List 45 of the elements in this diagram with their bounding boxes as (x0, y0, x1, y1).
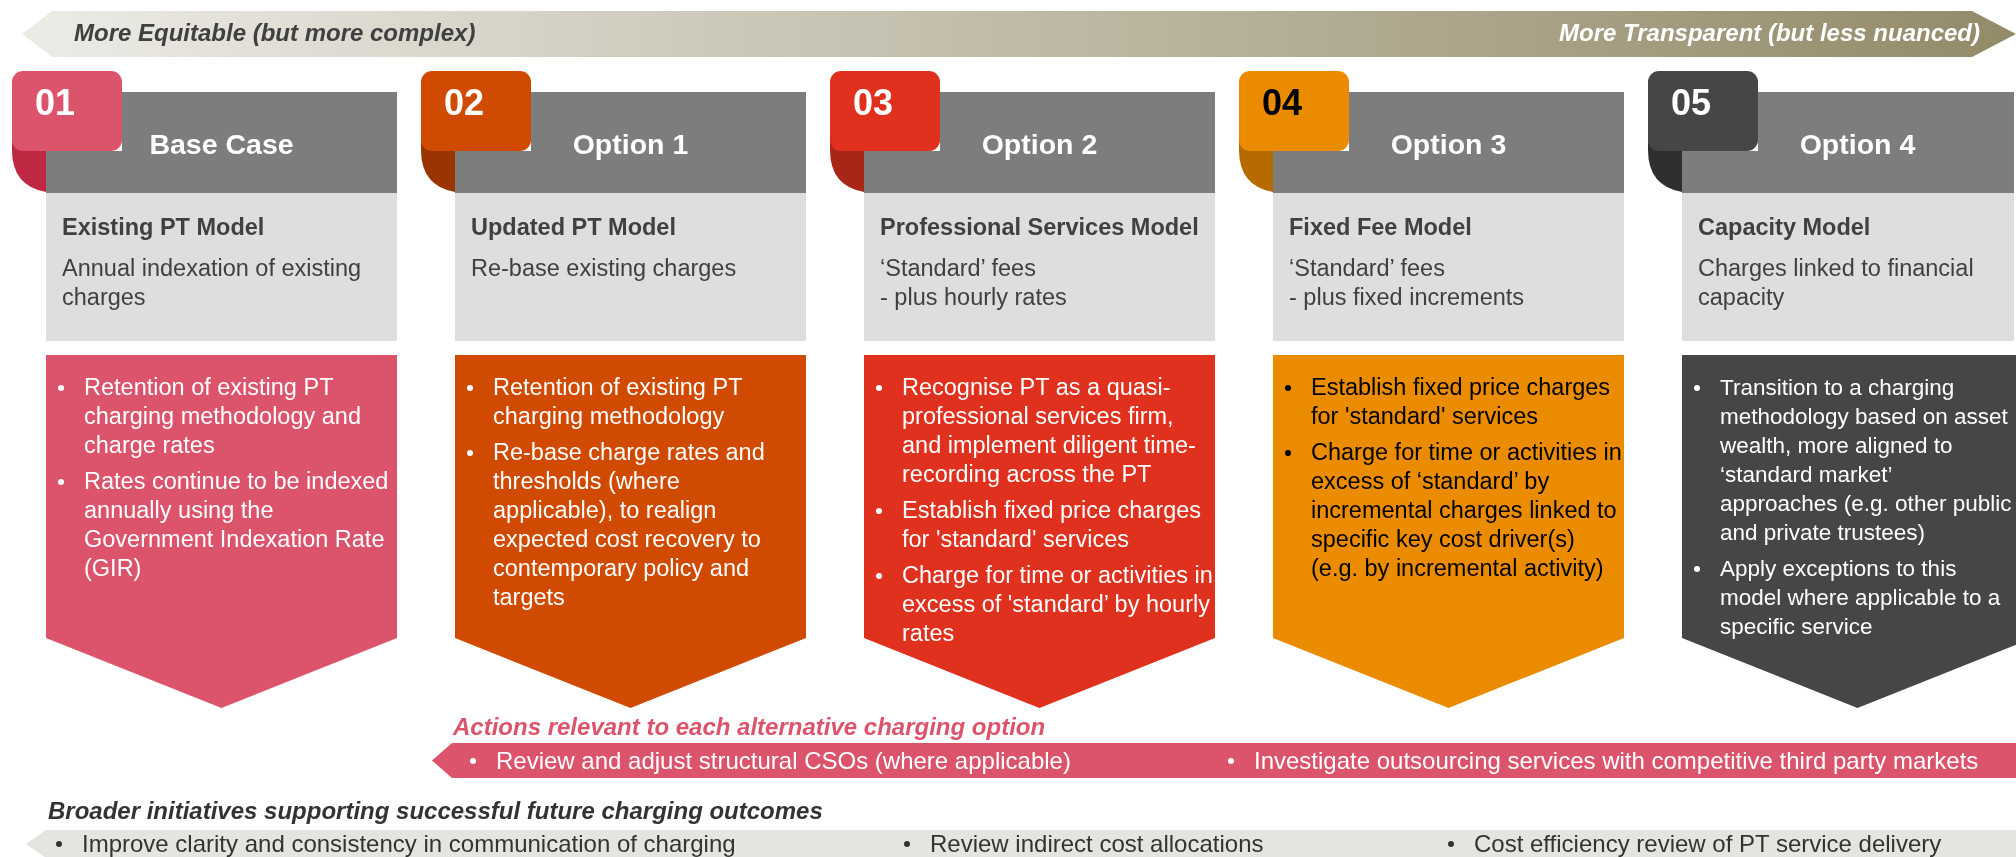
option-header: Base Case (122, 92, 397, 193)
model-description: ‘Standard’ fees - plus hourly rates (880, 254, 1068, 312)
model-title: Fixed Fee Model (1289, 213, 1473, 242)
bullet-text: Recognise PT as a quasi-professional services firm, and implement diligent time-recording across the PT (902, 374, 1196, 487)
bullet-text: Apply exceptions to this model where applicable to a specific service (1720, 556, 2001, 639)
model-title: Professional Services Model (880, 213, 1200, 242)
bullet-text: Review indirect cost allocations (930, 830, 1264, 857)
bullet-text: Establish fixed price charges for 'standard' services (902, 497, 1202, 552)
model-description: Re-base existing charges (471, 254, 738, 283)
option-header: Option 2 (940, 92, 1215, 193)
model-panel (46, 193, 397, 341)
option-header: Option 4 (1758, 92, 2014, 193)
bullet-text: Rates continue to be indexed annually using the Government Indexation Rate (GIR) (84, 468, 389, 581)
direction-label: More Transparent (but less nuanced) (1559, 19, 1980, 47)
model-panel (1682, 193, 2014, 341)
model-title: Existing PT Model (62, 213, 266, 242)
model-panel (1273, 193, 1624, 341)
option-header: Option 1 (531, 92, 806, 193)
model-title: Updated PT Model (471, 213, 677, 242)
bullet-text: Re-base charge rates and thresholds (where applicable), to realign expected cost recovery to contemporary policy and targets (493, 439, 765, 610)
direction-label: More Equitable (but more complex) (74, 19, 476, 47)
option-header: Option 3 (1349, 92, 1624, 193)
model-title: Capacity Model (1698, 213, 1872, 242)
number-badge: 01 (12, 71, 122, 151)
bullet-text: Investigate outsourcing services with competitive third party markets (1254, 747, 1979, 774)
model-description: Charges linked to financial capacity (1698, 254, 1975, 312)
bullet-text: Establish fixed price charges for 'standard' services (1311, 374, 1611, 429)
model-description: ‘Standard’ fees - plus fixed increments (1289, 254, 1526, 312)
number-badge: 02 (421, 71, 531, 151)
number-badge: 03 (830, 71, 940, 151)
bullet-text: Charge for time or activities in excess of 'standard’ by hourly rates (902, 562, 1213, 646)
bullet-text: Review and adjust structural CSOs (where applicable) (496, 747, 1071, 774)
model-panel (864, 193, 1215, 341)
bullet-text: Charge for time or activities in excess of ‘standard’ by incremental charges linked to specific key cost driver(s) (e.g. by incremental activity) (1311, 439, 1622, 581)
bullet-text: Retention of existing PT charging methodology (493, 374, 743, 429)
model-panel (455, 193, 806, 341)
bullet-text: Cost efficiency review of PT service delivery (1474, 830, 1942, 857)
number-badge: 04 (1239, 71, 1349, 151)
band-heading: Actions relevant to each alternative charging option (453, 713, 1046, 741)
band-heading: Broader initiatives supporting successful future charging outcomes (48, 797, 823, 825)
bullet-text: Transition to a charging methodology based on asset wealth, more aligned to ‘standard market’ approaches (e.g. other public and private trustees) (1720, 375, 2012, 545)
bullet-text: Improve clarity and consistency in communication of charging (82, 830, 736, 857)
bullet-text: Retention of existing PT charging methodology and charge rates (84, 374, 361, 458)
model-description: Annual indexation of existing charges (62, 254, 363, 312)
number-badge: 05 (1648, 71, 1758, 151)
